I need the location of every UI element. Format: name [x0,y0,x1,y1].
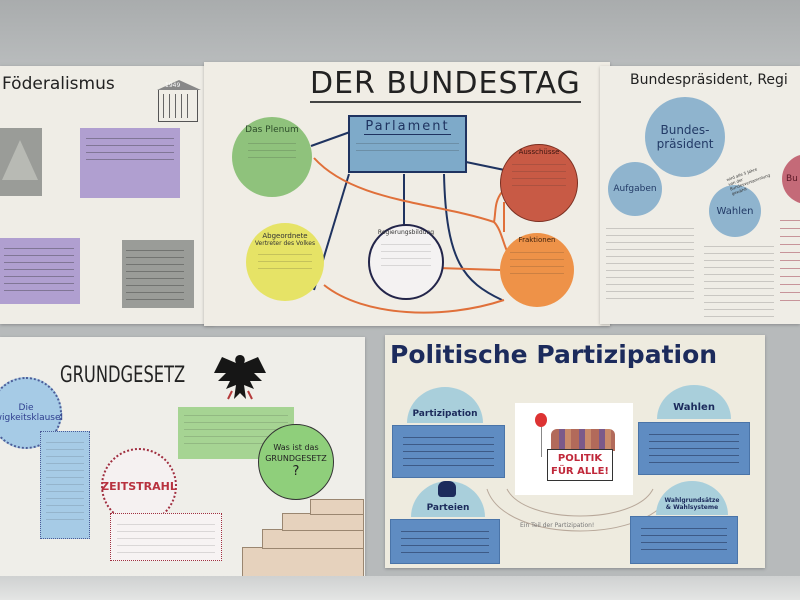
question-circle: Was ist das GRUNDGESETZ ? [258,424,334,500]
wall [0,0,800,62]
poster-foederalismus: Föderalismus 1949 [0,66,214,324]
ausschuesse-label: Ausschüsse [518,148,560,156]
red-notes [780,216,800,306]
eagle-icon [438,481,456,497]
plenum-circle: Das Plenum [232,117,312,197]
parlament-notes [356,139,459,153]
card-notes [403,434,494,469]
purple-card-2 [0,238,80,304]
poster-grundgesetz: GRUNDGESETZ Die Ewigkeitsklausel ZEITSTR… [0,337,365,577]
ausschuesse-circle: Ausschüsse [500,144,578,222]
poster-bundestag: DER BUNDESTAG Parlament Das Plenum Aussc… [204,62,610,326]
regierungsbildung-label: Regierungsbildung [377,228,435,236]
step [310,499,364,515]
step [262,529,364,549]
question-mark: ? [292,463,300,479]
poster-bundespraesident: Bundespräsident, Regi Bundes-präsident A… [600,66,800,324]
regierungsbildung-circle: Regierungsbildung [368,224,444,300]
ausschuesse-notes [512,160,566,190]
zeitstrahl-circle: ZEITSTRAHL [101,448,177,524]
wahlgrundsaetze-card [630,516,738,564]
question-text: Was ist das GRUNDGESETZ [265,443,327,463]
eagle-icon [214,355,266,400]
fraktionen-circle: Fraktionen [500,233,574,307]
poster-partizipation: Politische Partizipation Partizipation P… [385,335,765,568]
grey-card [0,128,42,196]
building-roof [157,80,201,90]
building-icon: 1949 [157,80,201,122]
wahlen-circle: Wahlen [709,185,761,237]
card-notes [401,528,489,555]
aufgaben-circle: Aufgaben [608,162,662,216]
plenum-label: Das Plenum [245,125,299,135]
klausel-card [40,431,90,539]
balloon-string [541,427,542,457]
politik-fuer-alle-picture: POLITIK FÜR ALLE! [515,403,633,495]
wahlen-card [638,422,750,475]
poster-title: DER BUNDESTAG [310,66,581,103]
shelf [0,576,800,600]
parlament-box: Parlament [348,115,467,173]
card-notes [126,246,184,300]
aufgaben-notes [606,224,694,304]
card-notes [46,438,84,526]
poster-title: Bundespräsident, Regi [630,72,788,88]
purple-card [80,128,180,198]
pyramid-icon [2,140,38,180]
wahlen-header: Wahlen [657,385,731,419]
poster-title: Politische Partizipation [390,340,718,369]
partizipation-card [392,425,505,478]
wahlen-notes [704,242,774,318]
poster-title: Föderalismus [2,74,115,94]
abgeordnete-circle: Abgeordnete Vertreter des Volkes [246,223,324,301]
regierungsbildung-notes [380,239,432,270]
abgeordnete-notes [257,250,313,270]
partizipation-header: Partizipation [407,387,483,423]
politik-banner: POLITIK FÜR ALLE! [547,449,613,481]
poster-title: GRUNDGESETZ [60,363,186,388]
fraktionen-notes [510,248,564,278]
balloon-icon [535,413,547,427]
grey-card-2 [122,240,194,308]
step [282,513,364,531]
year-badge: 1949 [165,82,181,89]
card-notes [641,525,727,555]
zeitstrahl-card [110,513,222,561]
abgeordnete-subtitle: Vertreter des Volkes [254,240,316,247]
parteien-label: Parteien [426,503,470,513]
parlament-label: Parlament [364,119,451,135]
steps-diagram [242,495,364,577]
card-notes [86,134,174,164]
fraktionen-label: Fraktionen [518,236,556,244]
card-notes [649,431,739,466]
people-illustration [551,429,615,451]
card-notes [4,244,74,292]
step [242,547,364,577]
bundespraesident-circle: Bundes-präsident [645,97,725,177]
card-notes [117,520,215,554]
abgeordnete-label: Abgeordnete [262,232,308,240]
arc-text: Ein Teil der Partizipation! [520,522,595,529]
building-columns [163,94,193,118]
parteien-card [390,519,500,564]
red-circle: Bu m [782,154,800,204]
plenum-notes [248,139,296,159]
